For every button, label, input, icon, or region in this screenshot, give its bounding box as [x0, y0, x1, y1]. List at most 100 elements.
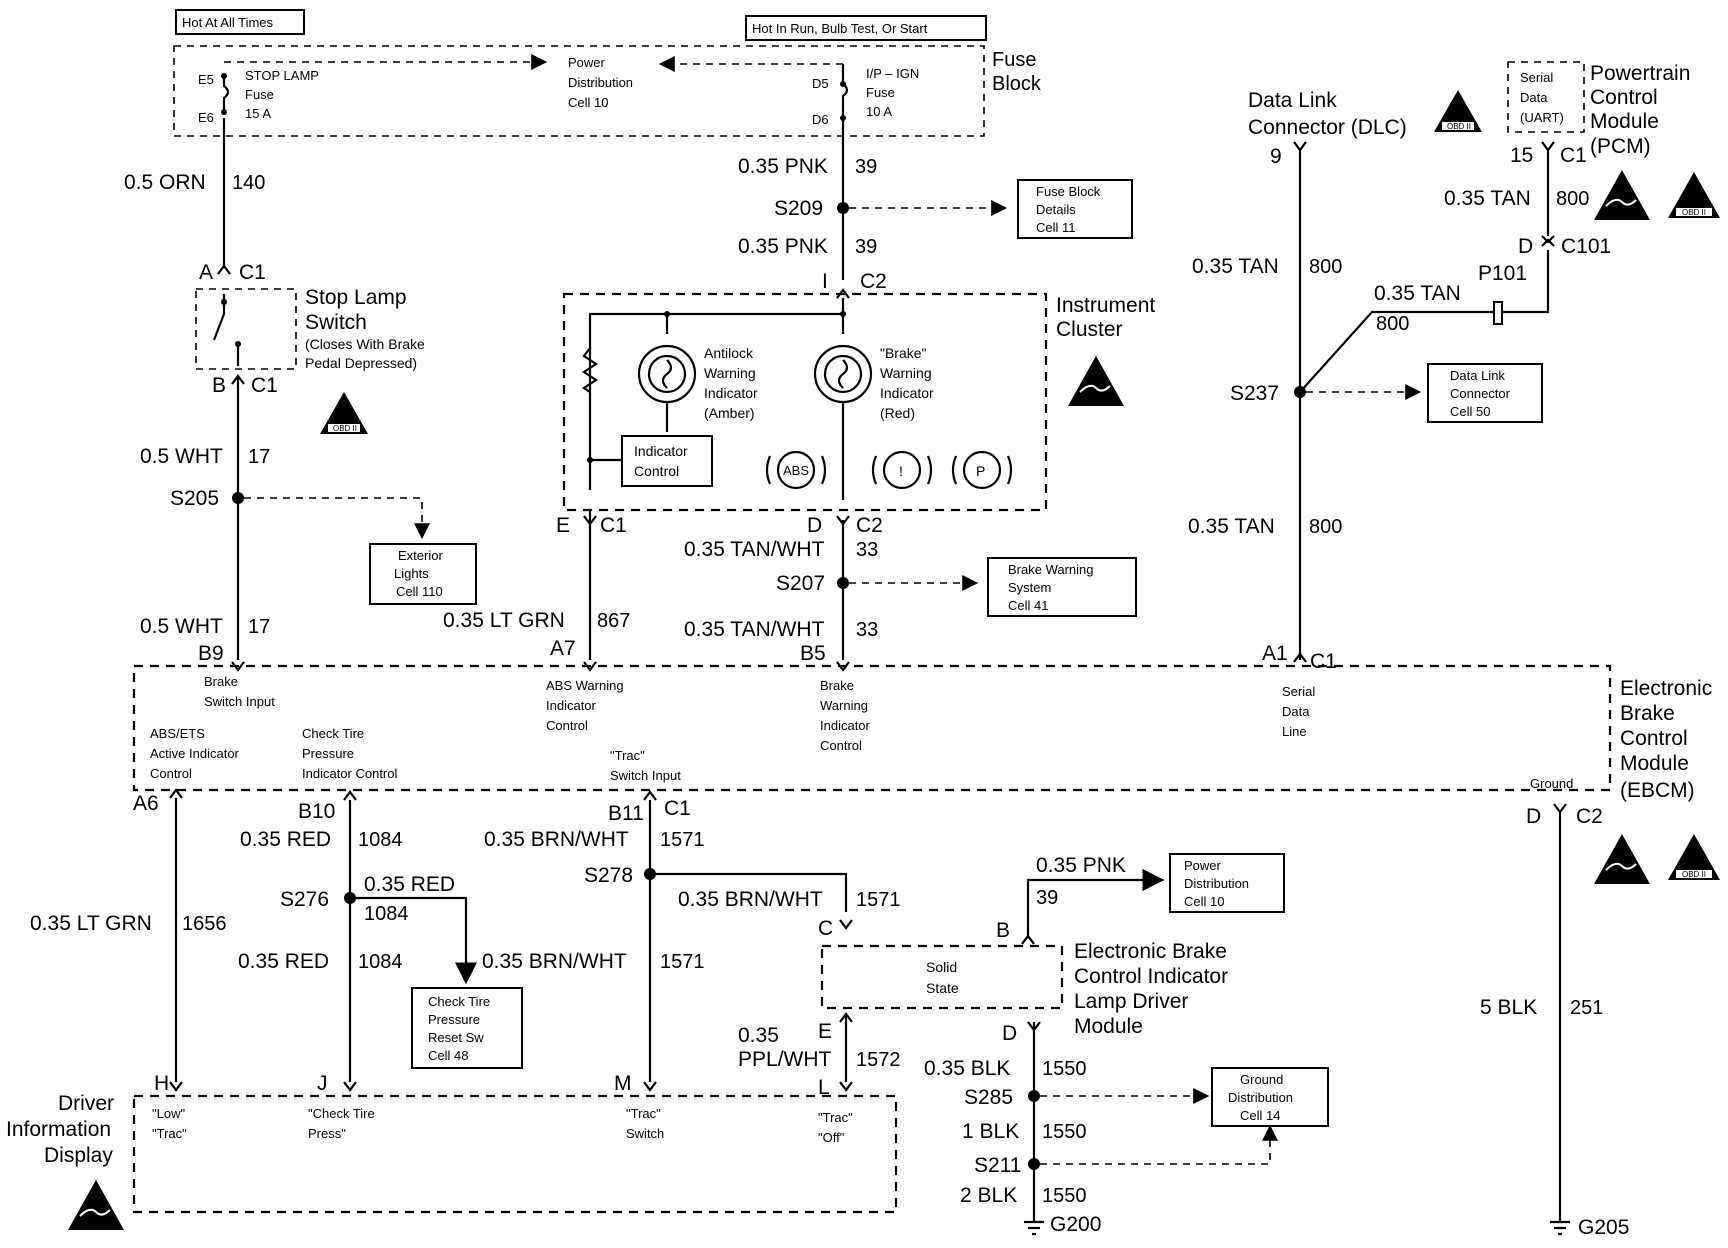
- svg-text:B: B: [996, 919, 1010, 942]
- svg-text:33: 33: [856, 619, 878, 641]
- svg-text:251: 251: [1570, 997, 1603, 1019]
- driver-information-display: Driver Information Display "Low" "Trac" …: [6, 1092, 898, 1214]
- svg-text:Switch Input: Switch Input: [204, 694, 275, 709]
- svg-text:C1: C1: [251, 374, 278, 397]
- svg-text:C1: C1: [664, 797, 691, 820]
- svg-text:"Trac": "Trac": [818, 1110, 853, 1125]
- svg-text:17: 17: [248, 616, 270, 638]
- svg-text:E5: E5: [198, 72, 214, 87]
- svg-text:D5: D5: [812, 76, 829, 91]
- svg-text:Antilock: Antilock: [704, 345, 754, 361]
- svg-text:Brake: Brake: [1620, 702, 1675, 725]
- svg-text:Exterior: Exterior: [398, 548, 443, 563]
- svg-text:0.35 BRN/WHT: 0.35 BRN/WHT: [482, 950, 627, 973]
- svg-text:15: 15: [1510, 144, 1533, 167]
- svg-text:1550: 1550: [1042, 1121, 1087, 1143]
- stop-lamp-circuit: 0.5 ORN 140 A C1 Stop Lamp Switch (Close…: [124, 118, 430, 665]
- svg-text:39: 39: [855, 236, 877, 258]
- svg-text:A6: A6: [133, 792, 159, 815]
- svg-text:Cell 10: Cell 10: [568, 95, 608, 110]
- svg-text:S278: S278: [584, 864, 633, 887]
- svg-text:Brake Warning: Brake Warning: [1008, 562, 1094, 577]
- svg-text:Press": Press": [308, 1126, 346, 1141]
- svg-text:0.35 TAN: 0.35 TAN: [1374, 282, 1461, 305]
- svg-text:Fuse: Fuse: [992, 49, 1036, 71]
- svg-text:Module: Module: [1590, 110, 1659, 133]
- svg-text:Ground: Ground: [1240, 1072, 1283, 1087]
- svg-text:Warning: Warning: [820, 698, 868, 713]
- svg-text:Electronic: Electronic: [1620, 677, 1712, 700]
- svg-text:Pedal Depressed): Pedal Depressed): [305, 355, 417, 371]
- svg-text:Powertrain: Powertrain: [1590, 62, 1690, 85]
- note-hot-all-times: Hot At All Times: [175, 9, 305, 35]
- svg-text:J: J: [317, 1072, 328, 1095]
- svg-text:0.5 WHT: 0.5 WHT: [140, 445, 223, 468]
- svg-text:Ground: Ground: [1530, 776, 1573, 791]
- svg-text:B9: B9: [198, 642, 224, 665]
- svg-text:C1: C1: [1310, 650, 1337, 673]
- ref-exterior-lights: Exterior Lights Cell 110: [369, 543, 477, 605]
- obd-badge-pcm: OBD II: [1668, 172, 1720, 218]
- bottom-circuits: A6 0.35 LT GRN 1656 H B10 0.35 RED 1084 …: [30, 788, 1629, 1239]
- svg-text:System: System: [1008, 580, 1051, 595]
- svg-text:Connector (DLC): Connector (DLC): [1248, 116, 1407, 139]
- svg-text:Reset Sw: Reset Sw: [428, 1030, 484, 1045]
- svg-text:Cluster: Cluster: [1056, 318, 1123, 341]
- svg-text:"Check Tire: "Check Tire: [308, 1106, 375, 1121]
- svg-text:Data: Data: [1282, 704, 1310, 719]
- svg-text:Serial: Serial: [1282, 684, 1315, 699]
- instrument-cluster: 0.35 PNK 39 S209 0.35 PNK 39 I C2 Instru…: [556, 118, 1155, 660]
- brake-symbol-icon: !: [871, 450, 933, 490]
- svg-text:B10: B10: [298, 800, 335, 823]
- ref-brake-warning-system: Brake Warning System Cell 41: [987, 557, 1137, 617]
- note-hot-in-run: Hot In Run, Bulb Test, Or Start: [745, 15, 987, 41]
- svg-text:Indicator: Indicator: [546, 698, 597, 713]
- svg-text:Cell 41: Cell 41: [1008, 598, 1048, 613]
- svg-text:Data Link: Data Link: [1248, 89, 1337, 112]
- svg-text:E: E: [818, 1020, 832, 1043]
- svg-text:A: A: [199, 261, 213, 284]
- svg-text:(Closes With Brake: (Closes With Brake: [305, 336, 425, 352]
- svg-text:B5: B5: [800, 642, 826, 665]
- svg-text:Lights: Lights: [394, 566, 429, 581]
- svg-text:OBD II: OBD II: [1447, 122, 1471, 131]
- svg-text:15 A: 15 A: [245, 106, 271, 121]
- svg-text:Cell 50: Cell 50: [1450, 404, 1490, 419]
- svg-text:C1: C1: [239, 261, 266, 284]
- obd-badge-dlc: OBD II: [1434, 90, 1482, 132]
- ref-check-tire-pressure-reset: Check Tire Pressure Reset Sw Cell 48: [411, 987, 523, 1069]
- svg-text:Control Indicator: Control Indicator: [1074, 965, 1228, 988]
- stop-lamp-fuse-icon: [222, 76, 230, 112]
- ref-fuse-block-details: Fuse Block Details Cell 11: [1017, 179, 1133, 239]
- pcm: Serial Data (UART) Powertrain Control Mo…: [1444, 61, 1690, 258]
- svg-text:Cell 11: Cell 11: [1036, 220, 1076, 235]
- svg-text:0.35 RED: 0.35 RED: [240, 828, 331, 851]
- svg-text:S276: S276: [280, 888, 329, 911]
- svg-text:Switch Input: Switch Input: [610, 768, 681, 783]
- svg-text:0.35 TAN: 0.35 TAN: [1192, 255, 1279, 278]
- svg-text:0.35 BLK: 0.35 BLK: [924, 1057, 1010, 1080]
- ref-power-distribution: Power Distribution Cell 10: [1169, 853, 1285, 913]
- svg-text:(PCM): (PCM): [1590, 135, 1651, 158]
- svg-text:Cell 110: Cell 110: [396, 584, 443, 599]
- abs-symbol-icon: ABS: [765, 450, 827, 490]
- svg-text:800: 800: [1376, 313, 1409, 335]
- svg-text:0.5 WHT: 0.5 WHT: [140, 615, 223, 638]
- svg-text:Warning: Warning: [704, 365, 756, 381]
- svg-text:P: P: [976, 463, 985, 479]
- svg-text:Power: Power: [568, 55, 606, 70]
- svg-text:S207: S207: [776, 572, 825, 595]
- svg-text:0.5 ORN: 0.5 ORN: [124, 171, 206, 194]
- svg-text:Fuse: Fuse: [245, 87, 274, 102]
- svg-text:1571: 1571: [856, 889, 901, 911]
- svg-text:M: M: [614, 1072, 632, 1095]
- svg-text:E: E: [556, 514, 570, 537]
- svg-text:Indicator: Indicator: [880, 385, 934, 401]
- ign-fuse-icon: [841, 64, 849, 118]
- svg-text:D6: D6: [812, 112, 829, 127]
- svg-text:0.35 TAN: 0.35 TAN: [1444, 187, 1531, 210]
- svg-text:Pressure: Pressure: [428, 1012, 480, 1027]
- svg-text:Pressure: Pressure: [302, 746, 354, 761]
- svg-text:G205: G205: [1578, 1216, 1629, 1239]
- park-symbol-icon: P: [951, 450, 1013, 490]
